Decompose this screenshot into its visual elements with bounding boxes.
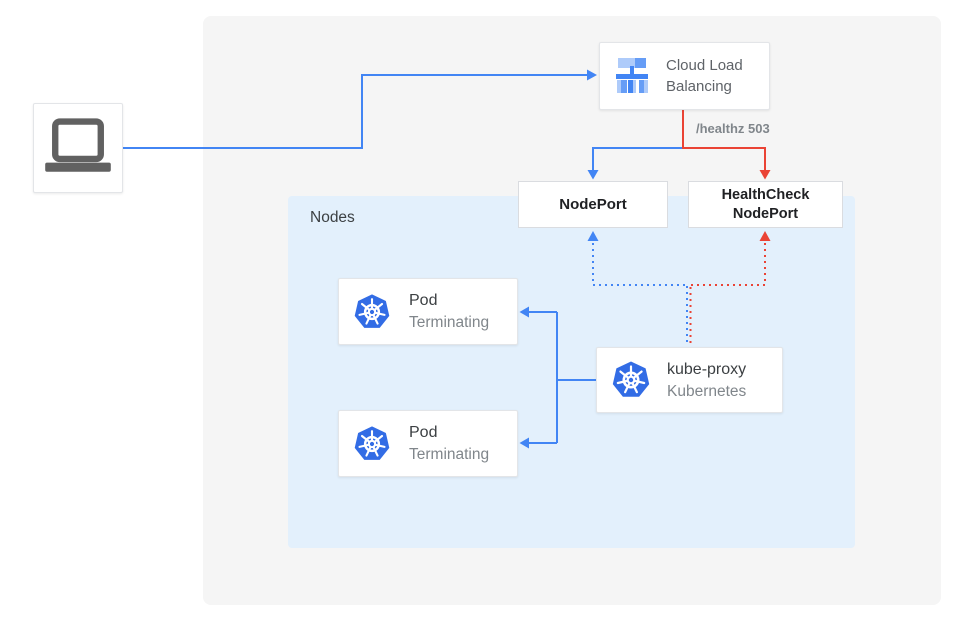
client-node [33, 103, 123, 193]
laptop-icon [45, 118, 111, 172]
healthcheck-nodeport-label-line1: HealthCheck [721, 187, 810, 203]
pod-1-text: Pod Terminating [409, 289, 489, 334]
healthcheck-nodeport-label-line2: NodePort [732, 205, 799, 222]
pod-2-text: Pod Terminating [409, 421, 489, 466]
pod-node-1: Pod Terminating [338, 278, 518, 345]
nodeport-node: NodePort [518, 181, 668, 228]
pod-1-status: Terminating [409, 314, 490, 331]
pod-1-title: Pod [409, 292, 438, 309]
kube-proxy-text: kube-proxy Kubernetes [667, 358, 746, 403]
nodes-container-label: Nodes [310, 209, 355, 226]
nodeport-label: NodePort [559, 196, 627, 213]
load-balancer-icon [616, 58, 648, 93]
cloud-load-balancing-label-line1: Cloud Load [666, 57, 743, 74]
healthz-503-edge-label: /healthz 503 [696, 121, 770, 136]
healthcheck-nodeport-node: HealthCheck NodePort [688, 181, 843, 228]
cloud-load-balancing-node: Cloud Load Balancing [599, 42, 770, 110]
kubernetes-icon [353, 424, 391, 461]
pod-2-status: Terminating [409, 446, 490, 463]
kubernetes-icon [611, 360, 651, 399]
kube-proxy-node: kube-proxy Kubernetes [596, 347, 783, 413]
kube-proxy-title: kube-proxy [667, 360, 747, 378]
kubernetes-icon [353, 292, 391, 329]
cloud-load-balancing-label-line2: Balancing [666, 78, 732, 95]
kube-proxy-subtitle: Kubernetes [667, 382, 747, 400]
pod-2-title: Pod [409, 424, 438, 441]
cloud-load-balancing-label: Cloud Load Balancing [666, 55, 743, 97]
pod-node-2: Pod Terminating [338, 410, 518, 477]
